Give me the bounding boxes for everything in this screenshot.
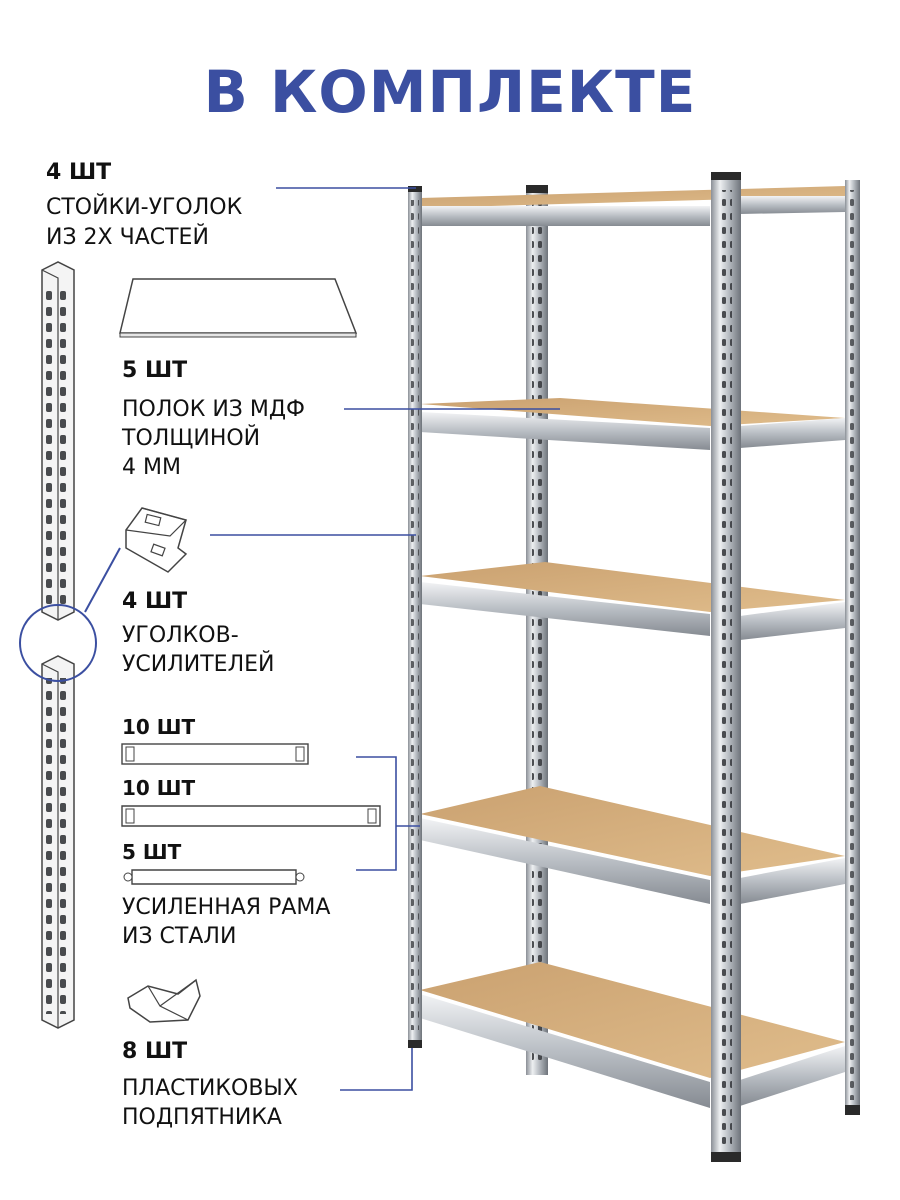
feet-label-2: ПОДПЯТНИКА <box>122 1105 282 1130</box>
plastic-foot-illustration <box>127 978 201 1023</box>
rack-shelf-2 <box>420 398 845 450</box>
beam-long-b-illustration <box>121 805 381 827</box>
shelves-qty: 5 ШТ <box>122 358 188 383</box>
feet-label-1: ПЛАСТИКОВЫХ <box>122 1076 298 1101</box>
posts-qty: 4 ШТ <box>46 160 112 185</box>
callout-lines <box>210 187 560 1091</box>
brackets-qty: 4 ШТ <box>122 589 188 614</box>
rack-shelf-5 <box>420 962 845 1108</box>
frame-label-1: УСИЛЕННАЯ РАМА <box>122 895 331 920</box>
frame-label-2: ИЗ СТАЛИ <box>122 924 237 949</box>
frame-qty-long-a: 10 ШТ <box>122 715 196 739</box>
frame-qty-long-b: 10 ШТ <box>122 776 196 800</box>
rack-shelf-4 <box>420 786 845 904</box>
brackets-label-1: УГОЛКОВ- <box>122 623 239 648</box>
page-title: В КОМПЛЕКТЕ <box>203 58 697 126</box>
mdf-panel-illustration <box>119 278 358 338</box>
bracket-illustration <box>125 507 188 573</box>
frame-qty-short: 5 ШТ <box>122 840 182 864</box>
shelving-rack <box>408 172 860 1162</box>
angle-post-illustration <box>19 261 121 1029</box>
posts-label-2: ИЗ 2Х ЧАСТЕЙ <box>46 225 209 250</box>
posts-label-1: СТОЙКИ-УГОЛОК <box>46 195 243 220</box>
shelves-label-1: ПОЛОК ИЗ МДФ <box>122 397 305 422</box>
beam-long-a-illustration <box>121 743 309 765</box>
brackets-label-2: УСИЛИТЕЛЕЙ <box>122 652 275 677</box>
rack-shelf-1 <box>420 186 845 226</box>
feet-qty: 8 ШТ <box>122 1039 188 1064</box>
beam-short-illustration <box>123 869 305 885</box>
rack-shelf-3 <box>420 562 845 640</box>
shelves-label-2: ТОЛЩИНОЙ <box>122 426 261 451</box>
shelves-label-3: 4 ММ <box>122 455 181 480</box>
